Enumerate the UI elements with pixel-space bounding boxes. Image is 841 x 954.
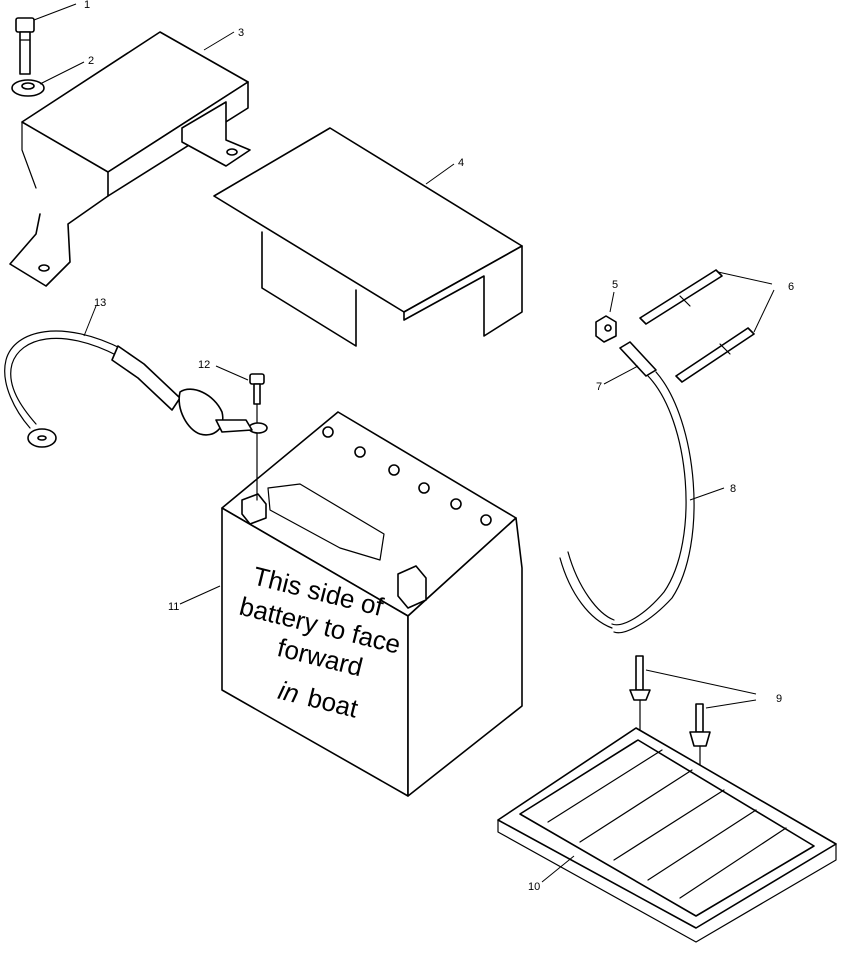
callout-5: 5 <box>612 279 618 291</box>
battery-terminals <box>322 426 492 526</box>
callout-3: 3 <box>238 27 244 39</box>
callout-12: 12 <box>198 359 210 371</box>
callout-8: 8 <box>730 483 736 495</box>
callout-4: 4 <box>458 157 464 169</box>
part-7-connector <box>619 341 657 377</box>
part-4-cover <box>213 127 523 347</box>
callout-10: 10 <box>528 881 540 893</box>
part-2-washer <box>11 79 45 97</box>
callout-1: 1 <box>84 0 90 11</box>
part-1-bolt <box>15 17 35 75</box>
part-6-cable-ties <box>639 269 755 383</box>
callout-11: 11 <box>168 601 179 613</box>
part-12-terminal-bolt <box>248 373 268 501</box>
callout-13: 13 <box>94 297 106 309</box>
callout-numbers: 1 2 3 4 5 6 7 8 9 10 11 12 13 <box>84 0 794 893</box>
part-11-battery: This side of battery to face forward inb… <box>221 411 523 797</box>
callout-9: 9 <box>776 693 782 705</box>
part-5-vent-fitting <box>595 315 617 343</box>
part-10-battery-tray <box>497 727 837 943</box>
callout-2: 2 <box>88 55 94 67</box>
callout-6: 6 <box>788 281 794 293</box>
part-8-vent-hose <box>559 371 695 634</box>
callout-7: 7 <box>596 381 602 393</box>
part-3-bracket <box>9 31 251 287</box>
callout-leaders <box>33 3 775 883</box>
part-13-battery-cable <box>4 330 253 448</box>
